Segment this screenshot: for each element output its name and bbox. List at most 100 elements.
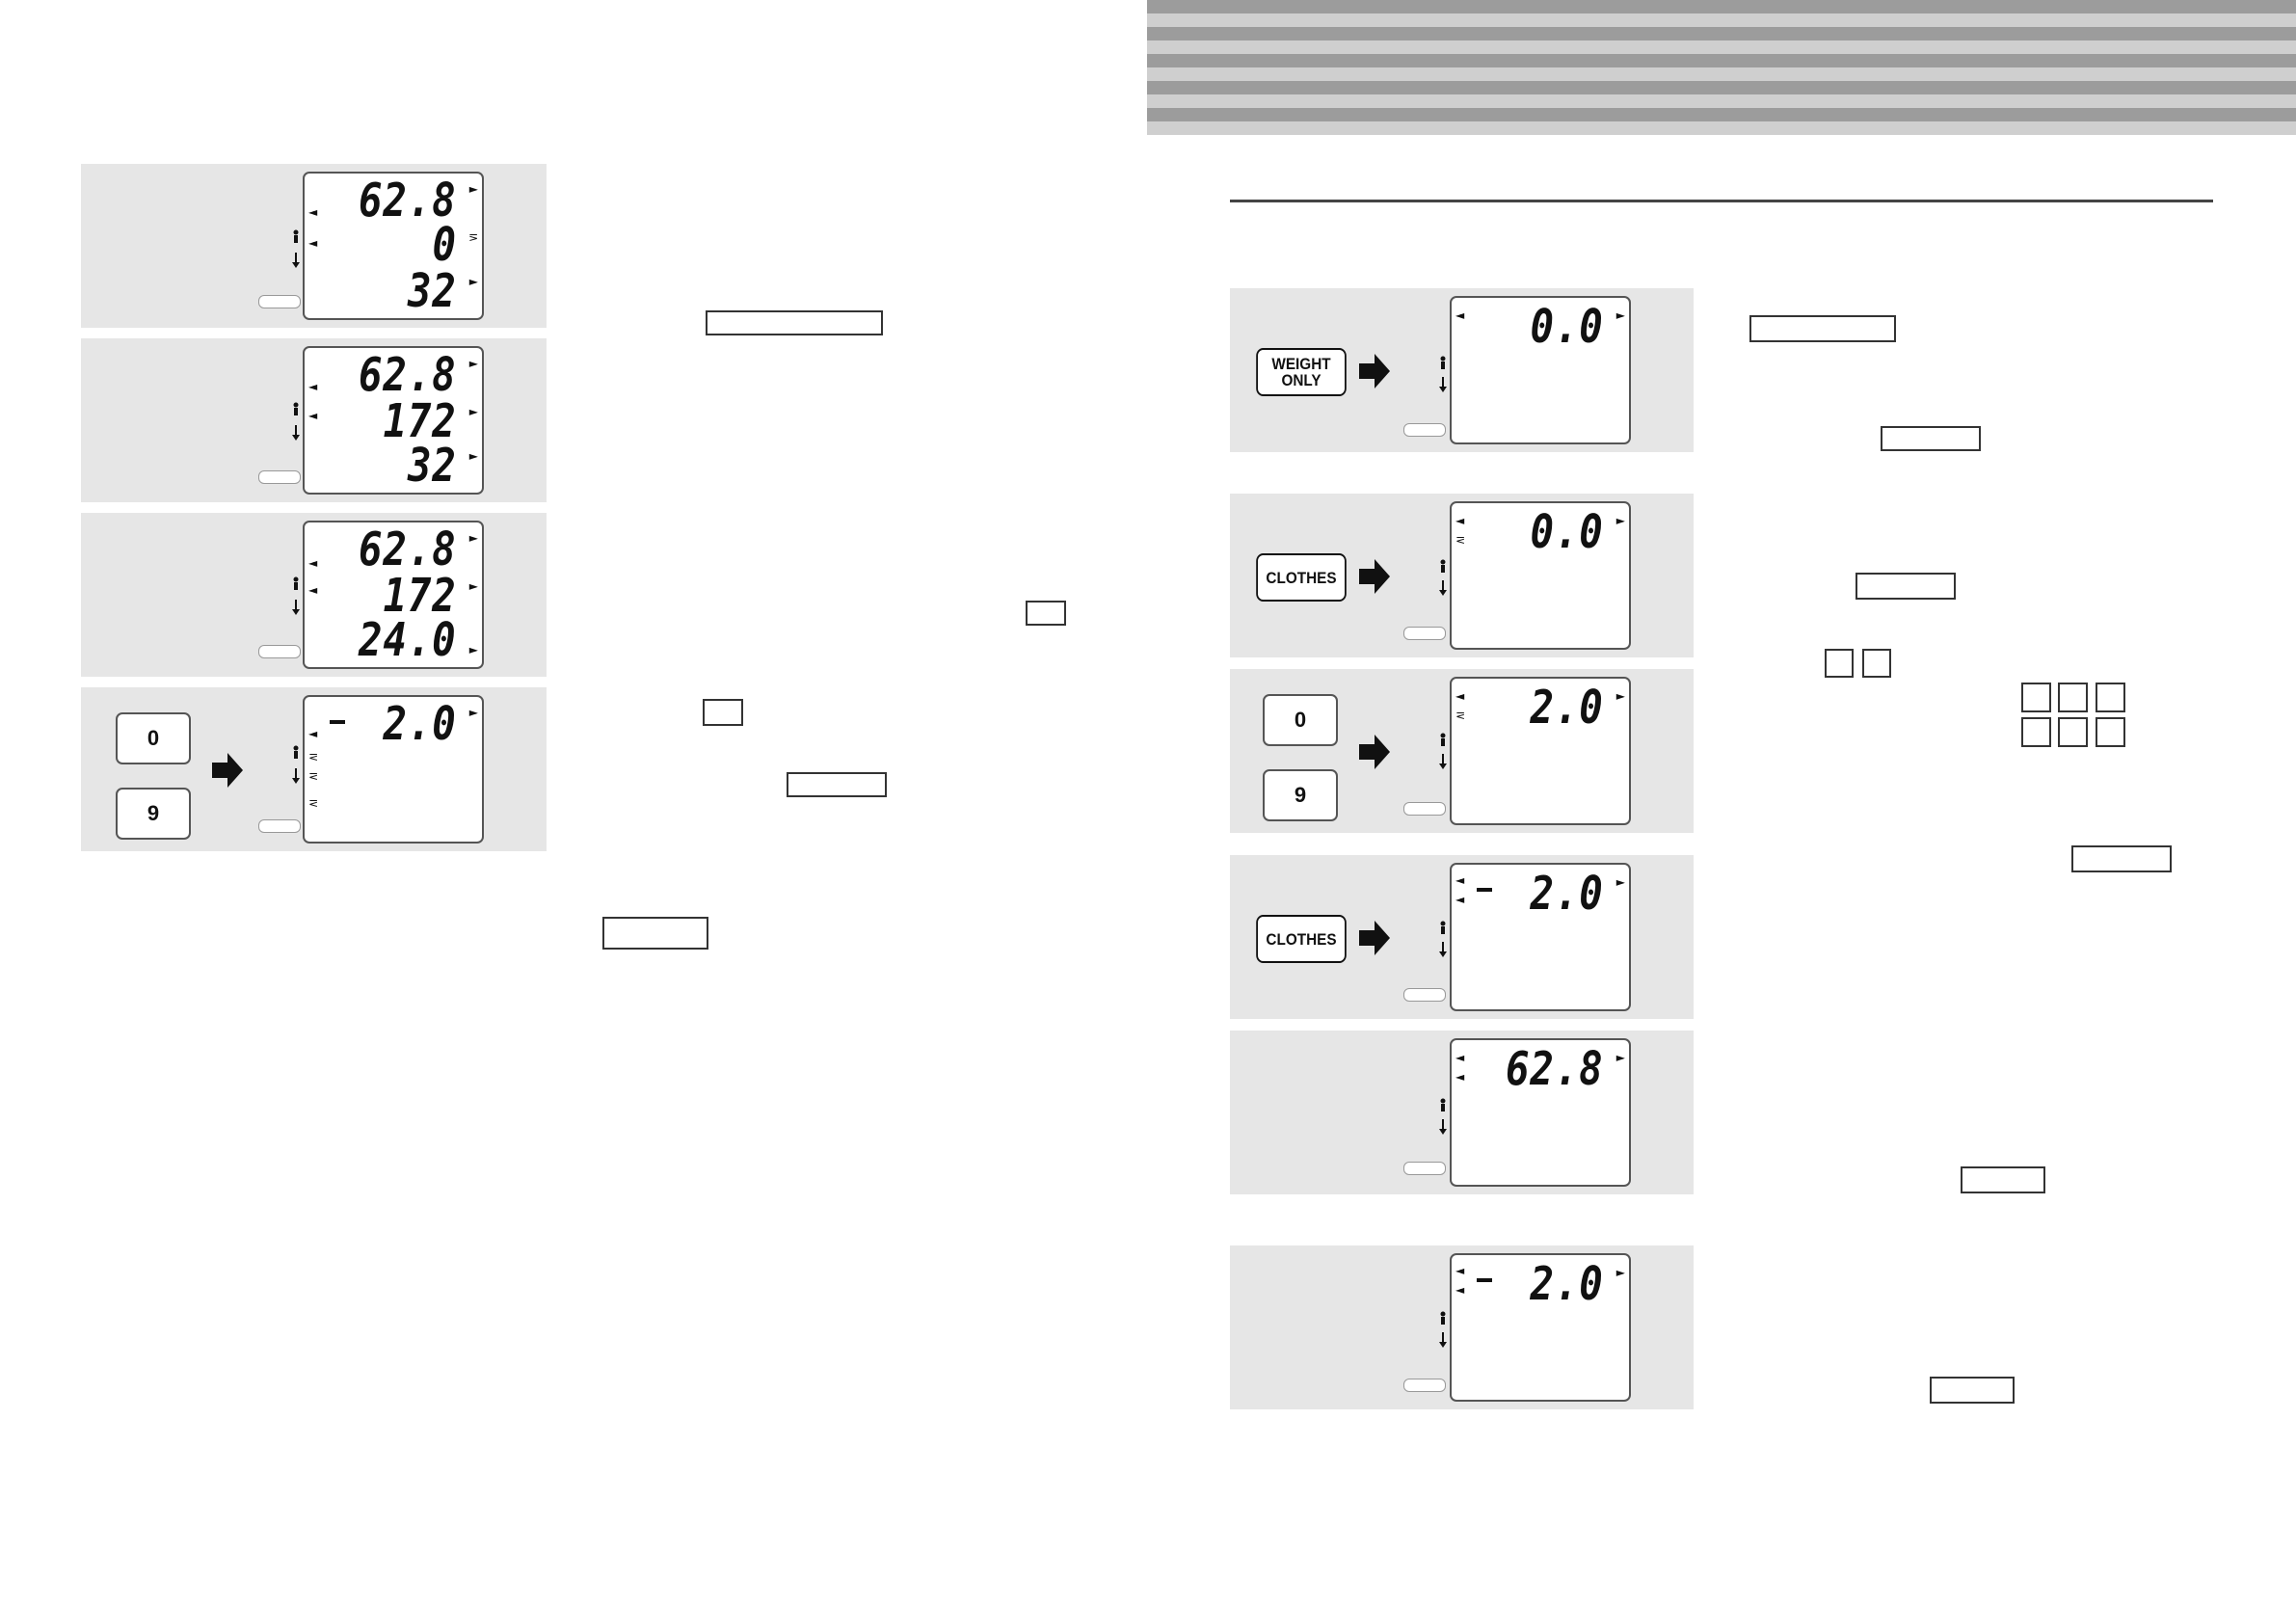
right-pointer-icon: ► (1615, 308, 1625, 322)
text-placeholder-box (706, 310, 883, 335)
lcd-height-readout: 172 (383, 569, 457, 623)
right-pointer-icon: ► (1615, 1266, 1625, 1279)
left-pointer-icon: ◄ (308, 205, 318, 219)
lcd-clothes-readout: 2.0 (383, 697, 457, 751)
indicator-pill (258, 645, 301, 658)
key-0-button[interactable]: 0 (116, 712, 191, 764)
display-panel-3: 62.8 172 24.0 ► ► ► ◄ ◄ (81, 513, 547, 677)
text-placeholder-box (2021, 717, 2051, 747)
right-pointer-icon: ► (468, 405, 478, 418)
left-pointer-icon: ◄ (308, 409, 318, 422)
height-icon (1439, 1119, 1447, 1135)
indicator-pill (1403, 988, 1446, 1002)
text-placeholder-box (1961, 1166, 2045, 1193)
section-divider (1230, 200, 2213, 202)
clothes-panel-2: CLOTHES 2.0 ► ◄ ◄ (1230, 855, 1694, 1019)
height-icon (292, 600, 300, 615)
lcd-screen: 62.8 0 32 ► ⋝ ► ◄ ◄ (303, 172, 484, 320)
height-icon (292, 425, 300, 441)
blink-pointer-icon: ⋜ (308, 750, 319, 763)
person-icon (293, 229, 299, 243)
right-arrow-icon (212, 753, 243, 788)
person-icon (1440, 356, 1446, 369)
left-pointer-icon: ◄ (308, 556, 318, 570)
right-pointer-icon: ► (1615, 689, 1625, 703)
display-panel-1: 62.8 0 32 ► ⋝ ► ◄ ◄ (81, 164, 547, 328)
lcd-clothes-readout: 2.0 (1530, 1257, 1604, 1311)
lcd-age-readout: 32 (408, 264, 457, 318)
indicator-pill (258, 470, 301, 484)
left-pointer-icon: ◄ (1455, 1070, 1465, 1084)
lcd-weight-readout: 62.8 (1506, 1042, 1604, 1096)
person-icon (1440, 733, 1446, 746)
left-pointer-icon: ◄ (1455, 514, 1465, 527)
right-arrow-icon (1359, 354, 1390, 388)
text-placeholder-box (703, 699, 743, 726)
indicator-pill (1403, 802, 1446, 816)
left-pointer-icon: ◄ (1455, 689, 1465, 703)
display-panel-4: 0 9 2.0 ► ◄ ⋜ ⋜ ⋜ (81, 687, 547, 851)
minus-sign-icon (1477, 1278, 1492, 1282)
clothes-panel-1: CLOTHES 0.0 ► ◄ ⋜ (1230, 494, 1694, 657)
key-9-button[interactable]: 9 (116, 788, 191, 840)
display-panel-2: 62.8 172 32 ► ► ► ◄ ◄ (81, 338, 547, 502)
right-arrow-icon (1359, 735, 1390, 769)
text-placeholder-box (2071, 845, 2172, 872)
clothes-button[interactable]: CLOTHES (1256, 553, 1347, 602)
left-pointer-icon: ◄ (308, 236, 318, 250)
text-placeholder-box (2021, 683, 2051, 712)
lcd-bmi-readout: 24.0 (359, 613, 457, 667)
lcd-weight-readout: 62.8 (359, 174, 457, 228)
left-pointer-icon: ◄ (1455, 1264, 1465, 1277)
lcd-height-readout: 0 (432, 218, 457, 272)
person-icon (1440, 1311, 1446, 1325)
text-placeholder-box (2096, 717, 2125, 747)
minus-sign-icon (330, 720, 345, 724)
text-placeholder-box (1749, 315, 1896, 342)
person-icon (1440, 921, 1446, 934)
height-icon (1439, 377, 1447, 392)
left-pointer-icon: ◄ (308, 727, 318, 740)
left-pointer-icon: ◄ (1455, 1051, 1465, 1064)
left-pointer-icon: ◄ (308, 380, 318, 393)
lcd-clothes-readout: 0.0 (1530, 505, 1604, 559)
text-placeholder-box (1881, 426, 1981, 451)
lcd-screen: 62.8 172 24.0 ► ► ► ◄ ◄ (303, 521, 484, 669)
indicator-pill (1403, 627, 1446, 640)
clothes-result-panel: 2.0 ► ◄ ◄ (1230, 1245, 1694, 1409)
right-arrow-icon (1359, 921, 1390, 955)
left-pointer-icon: ◄ (308, 583, 318, 597)
text-placeholder-box (787, 772, 887, 797)
text-placeholder-box (1862, 649, 1891, 678)
indicator-pill (258, 819, 301, 833)
lcd-height-readout: 172 (383, 394, 457, 448)
text-placeholder-box (1825, 649, 1854, 678)
key-9-button[interactable]: 9 (1263, 769, 1338, 821)
clothes-button[interactable]: CLOTHES (1256, 915, 1347, 963)
blink-pointer-icon: ⋜ (1455, 709, 1466, 722)
person-icon (293, 745, 299, 759)
lcd-screen: 62.8 172 32 ► ► ► ◄ ◄ (303, 346, 484, 495)
lcd-clothes-readout: 2.0 (1530, 681, 1604, 735)
text-placeholder-box (1855, 573, 1956, 600)
striped-header-band (1147, 0, 2296, 135)
text-placeholder-box (1026, 601, 1066, 626)
key-0-button[interactable]: 0 (1263, 694, 1338, 746)
text-placeholder-box (2096, 683, 2125, 712)
lcd-clothes-readout: 2.0 (1530, 867, 1604, 921)
person-icon (293, 576, 299, 590)
indicator-pill (1403, 1379, 1446, 1392)
text-placeholder-box (602, 917, 708, 950)
right-pointer-icon: ► (468, 579, 478, 593)
lcd-weight-readout: 0.0 (1530, 300, 1604, 354)
height-icon (1439, 1332, 1447, 1348)
minus-sign-icon (1477, 888, 1492, 892)
left-pointer-icon: ◄ (1455, 308, 1465, 322)
right-pointer-icon: ► (468, 275, 478, 288)
person-icon (293, 402, 299, 415)
lcd-screen: 62.8 ► ◄ ◄ (1450, 1038, 1631, 1187)
right-pointer-icon: ► (1615, 1051, 1625, 1064)
lcd-screen: 0.0 ► ◄ (1450, 296, 1631, 444)
